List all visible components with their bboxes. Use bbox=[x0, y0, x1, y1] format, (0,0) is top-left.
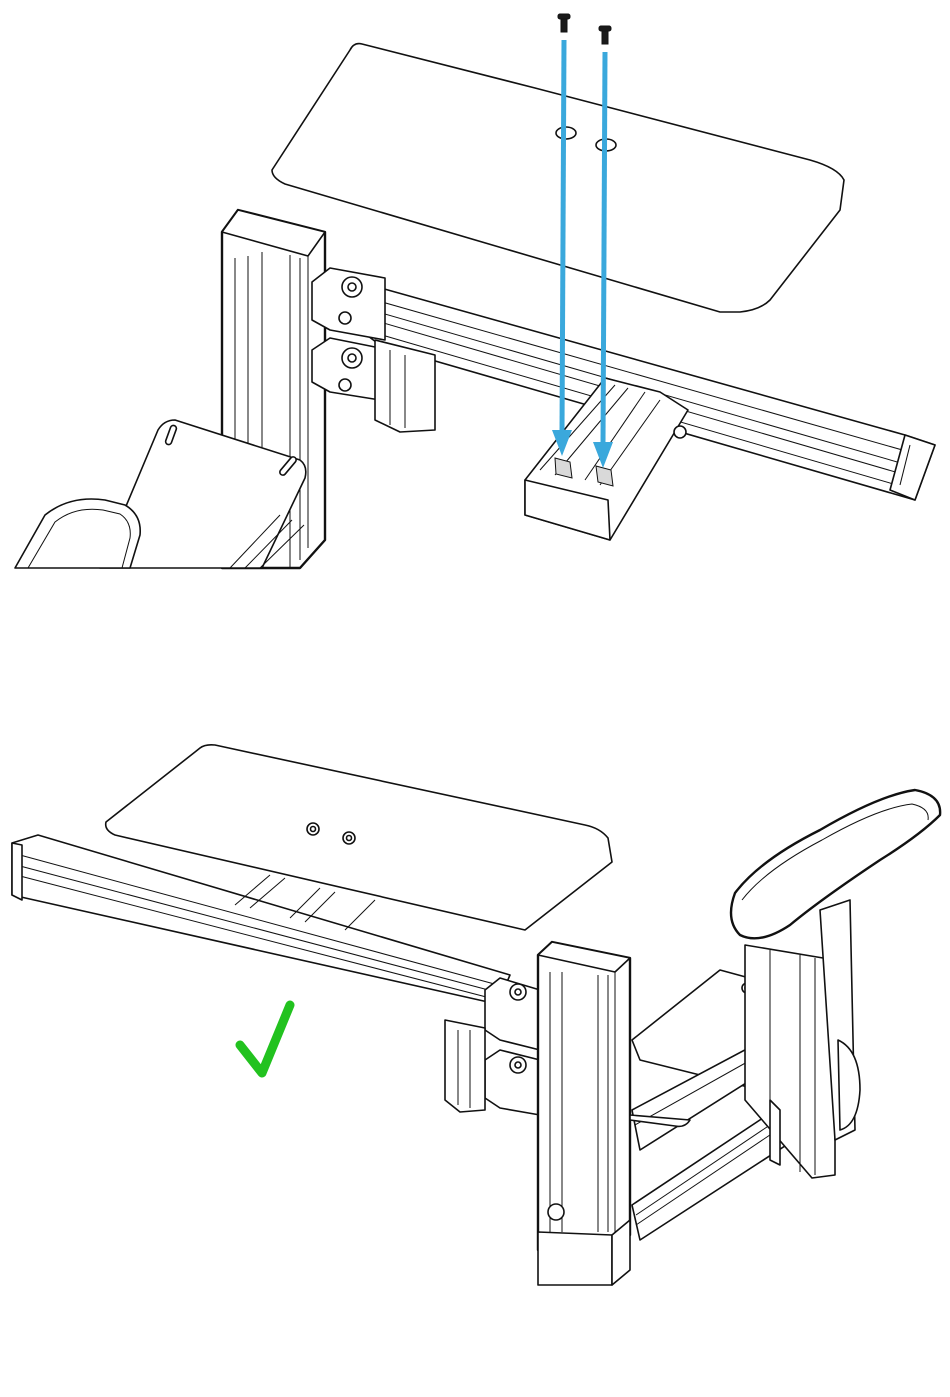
step1-tray-plate bbox=[272, 44, 844, 312]
step2-vertical-post bbox=[538, 942, 630, 1285]
step-2-assembled-view bbox=[12, 745, 940, 1285]
checkmark-icon bbox=[240, 1005, 290, 1073]
step-1-exploded-view bbox=[15, 14, 935, 568]
screw-icon bbox=[558, 14, 570, 32]
step1-slide-mount bbox=[525, 378, 688, 540]
step2-hinge-brackets bbox=[445, 978, 540, 1115]
screw-icon bbox=[599, 26, 611, 44]
step1-hinge-brackets bbox=[312, 268, 435, 432]
step2-side-frame bbox=[630, 945, 835, 1240]
